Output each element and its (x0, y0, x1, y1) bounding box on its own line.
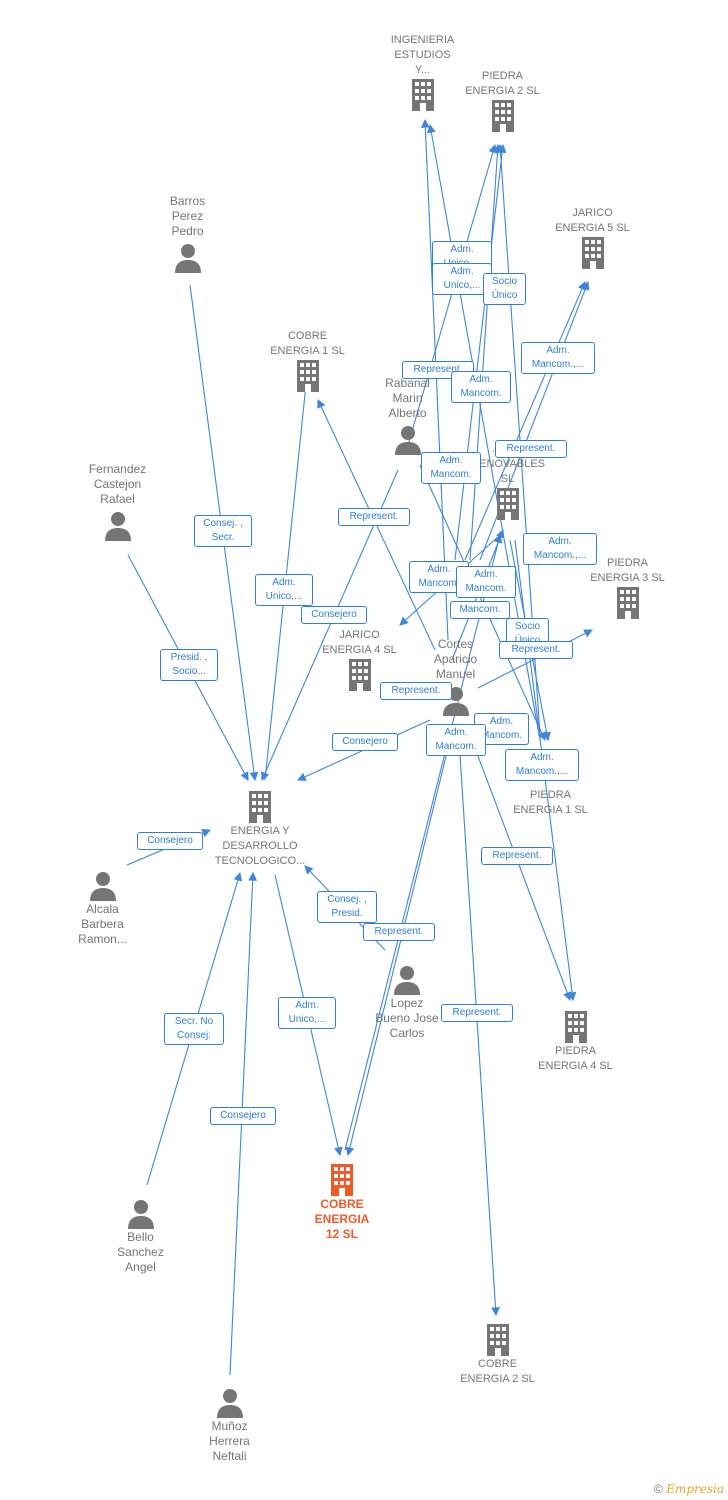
person-icon (442, 687, 469, 716)
node-label: Barros Perez Pedro (169, 194, 206, 238)
edge-label[interactable]: Adm. Unico,... (255, 574, 313, 606)
node-label: PIEDRA ENERGIA 2 SL (465, 70, 540, 97)
edge-label[interactable]: Adm. Mancom. (456, 566, 516, 598)
company-node-jarico-5[interactable]: JARICO ENERGIA 5 SL (545, 206, 640, 270)
edge-label[interactable]: Presid. , Socio... (160, 649, 218, 681)
building-icon (491, 100, 514, 132)
person-node-rabanal[interactable]: Rabanal Marin Alberto (365, 376, 450, 456)
company-node-cobre-12-focus[interactable]: COBRE ENERGIA 12 SL (297, 1163, 387, 1242)
building-icon (411, 79, 434, 111)
edge-label[interactable]: Represent. (338, 508, 410, 526)
node-label: PIEDRA ENERGIA 1 SL (513, 789, 588, 816)
edge-label[interactable]: Consej. , Presid. (317, 891, 377, 923)
edge-label[interactable]: Consejero (210, 1107, 276, 1125)
node-label: JARICO ENERGIA 4 SL (322, 629, 397, 656)
node-label: COBRE ENERGIA 1 SL (270, 330, 345, 357)
company-node-cobre-1[interactable]: COBRE ENERGIA 1 SL (260, 329, 355, 393)
building-icon (496, 488, 519, 520)
person-node-munoz[interactable]: Muñoz Herrera Neftali (187, 1387, 272, 1464)
person-node-fernandez[interactable]: Fernandez Castejon Rafael (75, 462, 160, 542)
edge-label[interactable]: Adm. Mancom.,... (523, 533, 597, 565)
person-node-cortes[interactable]: Cortes Aparicio Manuel (413, 637, 498, 717)
node-label: Lopez Bueno Jose Carlos (375, 996, 439, 1040)
node-label: ENERGIA Y DESARROLLO TECNOLOGICO... (214, 825, 306, 867)
node-label: Cortes Aparicio Manuel (433, 637, 478, 681)
edge-label[interactable]: Represent. (495, 440, 567, 458)
edge-label[interactable]: Socio Único (483, 273, 526, 305)
node-label: Alcala Barbera Ramon... (78, 902, 127, 946)
edge-label[interactable]: Adm. Mancom. (421, 452, 481, 484)
company-node-ingenieria-estudios[interactable]: INGENIERIA ESTUDIOS Y... (375, 33, 470, 112)
person-icon (174, 244, 201, 273)
edge-label[interactable]: Represent. (499, 641, 573, 659)
company-node-cobre-2[interactable]: COBRE ENERGIA 2 SL (450, 1323, 545, 1387)
edge-label[interactable]: Adm. Unico,... (432, 263, 492, 295)
building-icon (296, 360, 319, 392)
company-node-jarico-4[interactable]: JARICO ENERGIA 4 SL (312, 628, 407, 692)
company-node-piedra-1[interactable]: PIEDRA ENERGIA 1 SL (503, 788, 598, 818)
edge-label[interactable]: Consejero (137, 832, 203, 850)
person-icon (127, 1200, 154, 1229)
edge-label[interactable]: Adm. Mancom. (451, 371, 511, 403)
company-node-piedra-3[interactable]: PIEDRA ENERGIA 3 SL (580, 556, 675, 620)
edge-label[interactable]: Consej. , Secr. (194, 515, 252, 547)
edge-label[interactable]: Adm. Mancom. (426, 724, 486, 756)
building-icon (249, 791, 271, 823)
node-label: INGENIERIA ESTUDIOS Y... (390, 34, 455, 76)
node-label: Rabanal Marin Alberto (385, 376, 430, 420)
person-node-alcala[interactable]: Alcala Barbera Ramon... (60, 870, 145, 947)
node-label: Fernandez Castejon Rafael (88, 462, 147, 506)
person-icon (394, 426, 421, 455)
building-icon (486, 1324, 509, 1356)
footer-brand: © Empresia (654, 1482, 724, 1496)
edge-label[interactable]: Adm. Mancom. (474, 713, 529, 745)
edge-label[interactable]: Adm. Mancom.,... (521, 342, 595, 374)
company-node-piedra-4[interactable]: PIEDRA ENERGIA 4 SL (528, 1010, 623, 1074)
edge-label[interactable]: Consejero (301, 606, 367, 624)
person-node-barros[interactable]: Barros Perez Pedro (145, 194, 230, 274)
edge-label[interactable]: Represent. (363, 923, 435, 941)
copyright-symbol: © (654, 1482, 663, 1496)
person-icon (104, 512, 131, 541)
edge-label[interactable]: Mancom. (450, 601, 510, 619)
company-node-piedra-2[interactable]: PIEDRA ENERGIA 2 SL (455, 69, 550, 133)
edge-label[interactable]: Represent. (481, 847, 553, 865)
building-icon (616, 587, 639, 619)
node-label: PIEDRA ENERGIA 4 SL (538, 1045, 613, 1072)
building-icon (581, 237, 604, 269)
node-label: Bello Sanchez Angel (117, 1230, 164, 1274)
building-icon (331, 1164, 353, 1196)
edge-label[interactable]: Adm. Mancom.,... (505, 749, 579, 781)
node-label: JARICO ENERGIA 5 SL (555, 207, 630, 234)
person-icon (394, 966, 420, 995)
building-icon (348, 659, 371, 691)
edge-label[interactable]: Represent. (441, 1004, 513, 1022)
person-icon (216, 1389, 243, 1418)
node-label: COBRE ENERGIA 2 SL (460, 1358, 535, 1385)
company-node-energia-desarrollo[interactable]: ENERGIA Y DESARROLLO TECNOLOGICO... (205, 790, 315, 869)
edge-label[interactable]: Secr. No Consej. (164, 1013, 224, 1045)
edge-label[interactable]: Consejero (332, 733, 398, 751)
node-label: COBRE ENERGIA 12 SL (314, 1197, 370, 1241)
person-node-bello[interactable]: Bello Sanchez Angel (98, 1198, 183, 1275)
person-node-lopez[interactable]: Lopez Bueno Jose Carlos (362, 964, 452, 1041)
edge-label[interactable]: Represent. (380, 682, 452, 700)
node-label: PIEDRA ENERGIA 3 SL (590, 557, 665, 584)
empresia-logo[interactable]: Empresia (666, 1482, 724, 1496)
building-icon (564, 1011, 587, 1043)
node-label: Muñoz Herrera Neftali (209, 1419, 250, 1463)
person-icon (89, 872, 116, 901)
edge-label[interactable]: Adm. Unico,... (278, 997, 336, 1029)
